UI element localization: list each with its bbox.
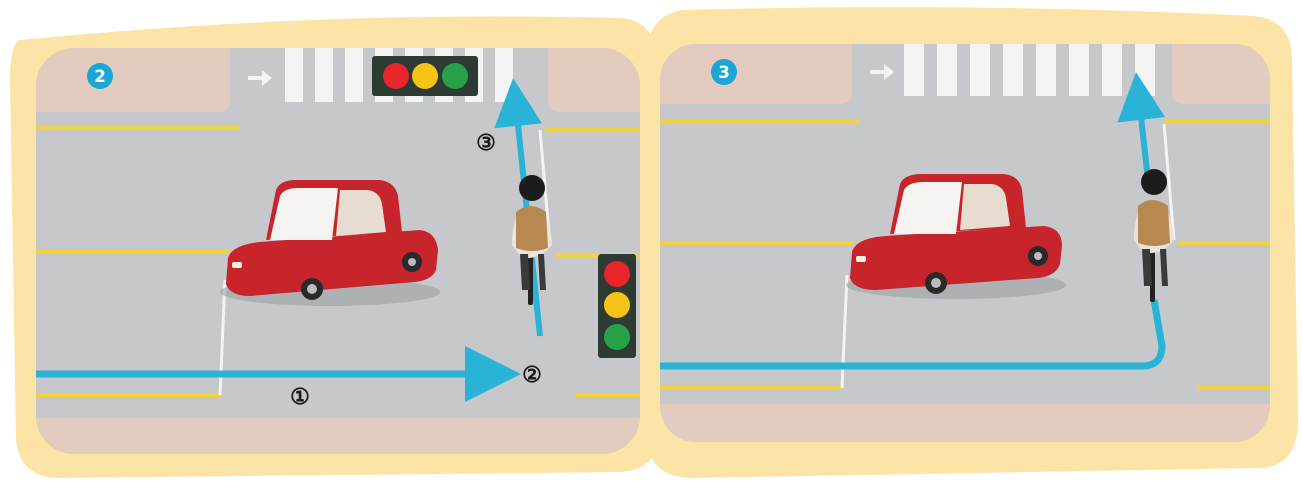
- sidewalk-bottom: [36, 418, 640, 454]
- sidewalk-bottom: [660, 404, 1270, 442]
- panel-2: 2 ① ② ③: [10, 16, 660, 478]
- car-icon: [220, 180, 440, 306]
- panel-2-illustration: 2 ① ② ③: [10, 16, 660, 478]
- sidewalk-top-left: [36, 48, 230, 112]
- step-badge-number: 2: [94, 67, 106, 87]
- panel-3: 3: [642, 0, 1302, 483]
- crosswalk: [904, 44, 1155, 96]
- bike-route: [660, 72, 1166, 370]
- panel-3-illustration: 3: [646, 7, 1298, 478]
- sidewalk-top-right: [1172, 44, 1270, 104]
- cyclist-icon: [1134, 169, 1174, 302]
- sidewalk-top-right: [548, 48, 640, 112]
- step-badge: [87, 63, 113, 89]
- cyclist-icon: [512, 175, 552, 305]
- route-label-3: ③: [476, 130, 496, 156]
- traffic-light-icon: [598, 254, 636, 358]
- direction-arrow-icon: [870, 64, 894, 80]
- lane-lines: [660, 120, 1270, 390]
- route-label-2: ②: [522, 362, 542, 388]
- sidewalk-top-left: [660, 44, 852, 104]
- direction-arrow-icon: [248, 70, 272, 86]
- step-badge-number: 3: [718, 63, 730, 83]
- traffic-light-icon: [372, 56, 478, 96]
- car-icon: [846, 174, 1066, 299]
- step-badge: [711, 59, 737, 85]
- route-label-1: ①: [290, 384, 310, 410]
